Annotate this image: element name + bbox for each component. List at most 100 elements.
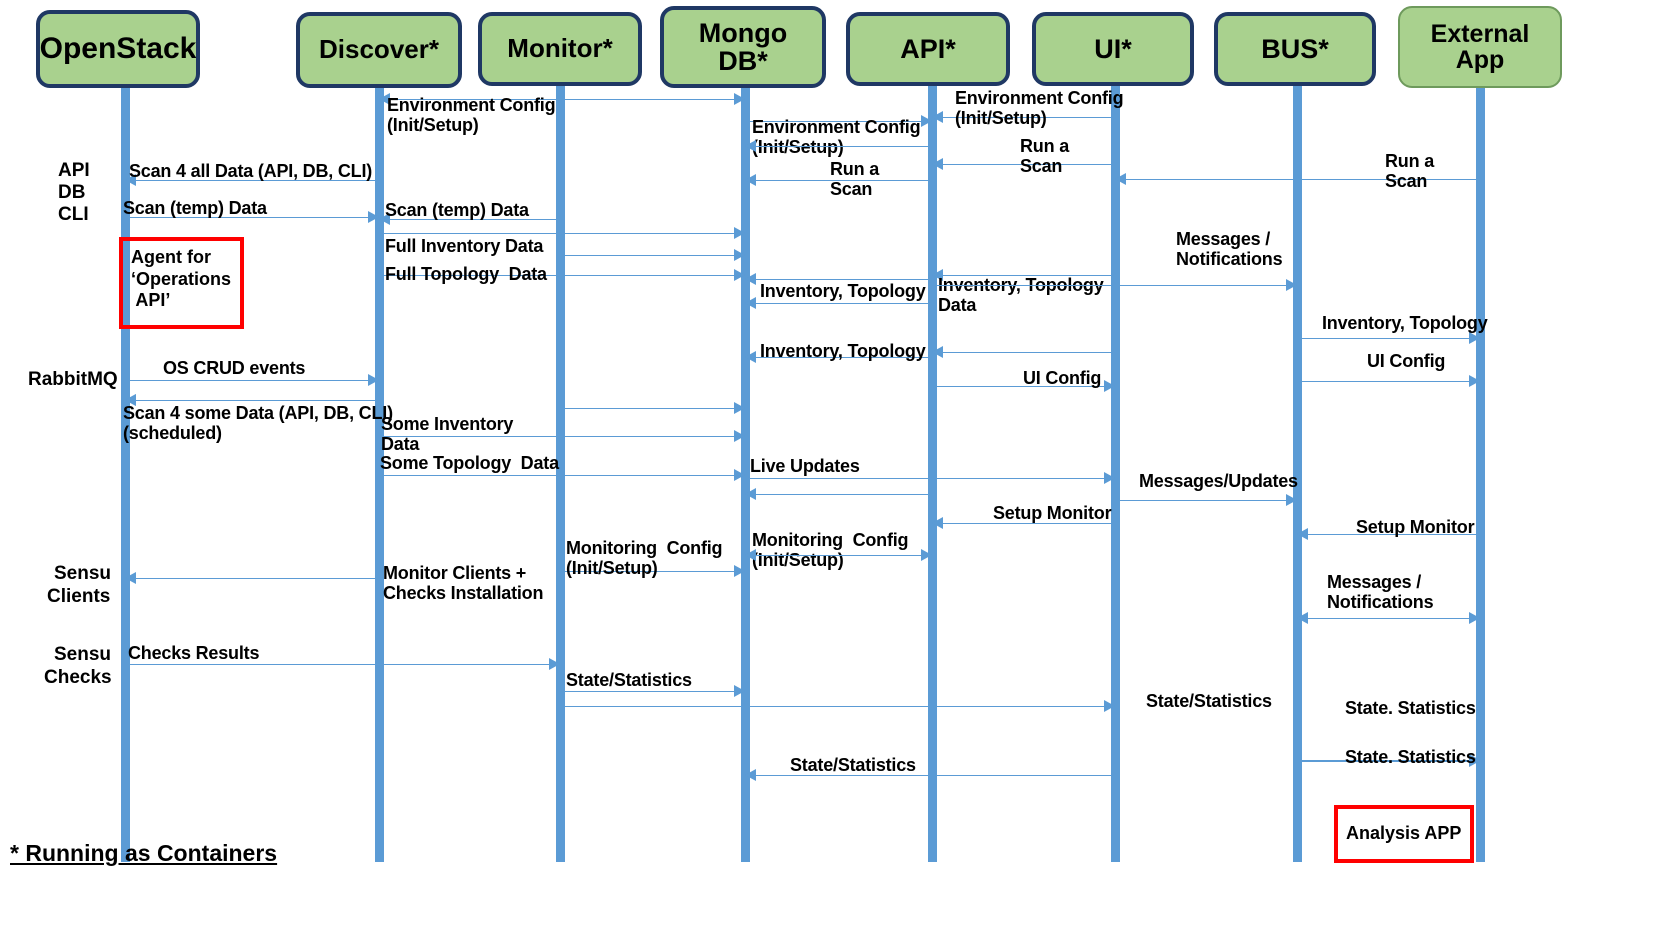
message-line [560,691,745,692]
arrow-head-right [1469,612,1480,624]
message-line [932,523,1115,524]
arrow-head-left [1115,173,1126,185]
message-label: Run a Scan [1020,136,1070,177]
message-label: Setup Monitor [1356,517,1475,537]
message-label: Scan (temp) Data [123,198,267,218]
footnote: * Running as Containers [10,840,278,866]
message-line [379,275,745,276]
message-label: Inventory, Topology Data [938,275,1104,316]
side-label: RabbitMQ [28,369,118,390]
arrow-head-left [745,297,756,309]
arrow-head-right [734,249,745,261]
arrow-head-left [932,158,943,170]
message-line [1297,618,1480,619]
actor-label-api: API* [900,33,956,64]
arrow-head-right [734,93,745,105]
arrow-head-right [1286,494,1297,506]
actor-box-discover[interactable]: Discover* [296,12,462,88]
message-label: Environment Config (Init/Setup) [955,88,1124,129]
actor-label-externalapp: External App [1430,19,1530,74]
message-line [1297,338,1480,339]
arrow-head-left [125,174,136,186]
lifeline-bus [1292,84,1302,862]
actor-box-api[interactable]: API* [846,12,1010,86]
arrow-head-left [379,213,390,225]
arrow-head-right [734,430,745,442]
arrow-head-left [745,488,756,500]
message-line [379,99,560,100]
message-line [560,99,745,100]
message-line [379,475,745,476]
arrow-head-right [1286,279,1297,291]
actor-box-bus[interactable]: BUS* [1214,12,1376,86]
message-line [1297,760,1480,761]
message-line [745,180,932,181]
message-label: UI Config [1367,351,1446,371]
message-label: Some Inventory Data [381,414,514,455]
message-label: Scan 4 some Data (API, DB, CLI) (schedul… [123,403,393,444]
arrow-head-right [734,685,745,697]
message-line [1297,534,1480,535]
arrow-head-right [1469,332,1480,344]
arrow-head-right [549,658,560,670]
message-line [125,664,560,665]
actor-box-ui[interactable]: UI* [1032,12,1194,86]
arrow-head-left [379,93,390,105]
actor-box-mongodb[interactable]: Mongo DB* [660,6,826,88]
arrow-head-right [1104,472,1115,484]
message-line [932,164,1115,165]
message-line [560,571,745,572]
side-label: DB [58,182,86,203]
message-label: UI Config [1023,368,1102,388]
actor-box-monitor[interactable]: Monitor* [478,12,642,86]
message-label: Messages / Notifications [1327,572,1434,613]
message-line [560,408,745,409]
message-label: Monitoring Config (Init/Setup) [566,538,723,579]
message-label: Some Topology Data [380,453,559,473]
message-label: Monitoring Config (Init/Setup) [752,530,909,571]
message-label: State/Statistics [566,670,692,690]
arrow-head-right [734,565,745,577]
agent-callout-label: Agent for ‘Operations API’ [131,247,232,311]
message-line [125,578,379,579]
agent-callout-box [119,237,244,329]
message-line [1115,179,1480,180]
message-label: Full Inventory Data [385,236,544,256]
actor-box-externalapp[interactable]: External App [1398,6,1562,88]
message-label: Environment Config (Init/Setup) [387,95,556,136]
lifeline-discover [374,84,384,862]
message-line [745,121,932,122]
message-label: OS CRUD events [163,358,306,378]
arrow-head-right [734,269,745,281]
message-line [932,275,1115,276]
message-label: Scan 4 all Data (API, DB, CLI) [129,161,373,181]
arrow-head-left [745,351,756,363]
message-label: Live Updates [750,456,860,476]
message-line [125,180,379,181]
message-line [745,494,932,495]
lifeline-monitor [555,84,565,862]
message-label: State. Statistics [1345,747,1476,767]
message-label: Inventory, Topology [1322,313,1488,333]
message-line [932,352,1115,353]
actor-label-bus: BUS* [1261,33,1329,64]
arrow-head-left [745,174,756,186]
message-line [560,255,745,256]
arrow-head-right [368,374,379,386]
message-label: Inventory, Topology [760,281,926,301]
message-label: Full Topology Data [385,264,547,284]
side-label: API [58,160,90,181]
message-line [1115,500,1297,501]
arrow-head-right [734,402,745,414]
arrow-head-left [932,111,943,123]
side-label: Clients [47,586,111,607]
actor-label-ui: UI* [1094,33,1132,64]
actor-box-openstack[interactable]: OpenStack [36,10,200,88]
analysis-app-callout-label: Analysis APP [1346,823,1462,843]
message-line [125,217,379,218]
arrow-head-right [734,469,745,481]
actor-label-monitor: Monitor* [507,33,613,64]
message-label: Checks Results [128,643,260,663]
message-line [379,233,745,234]
